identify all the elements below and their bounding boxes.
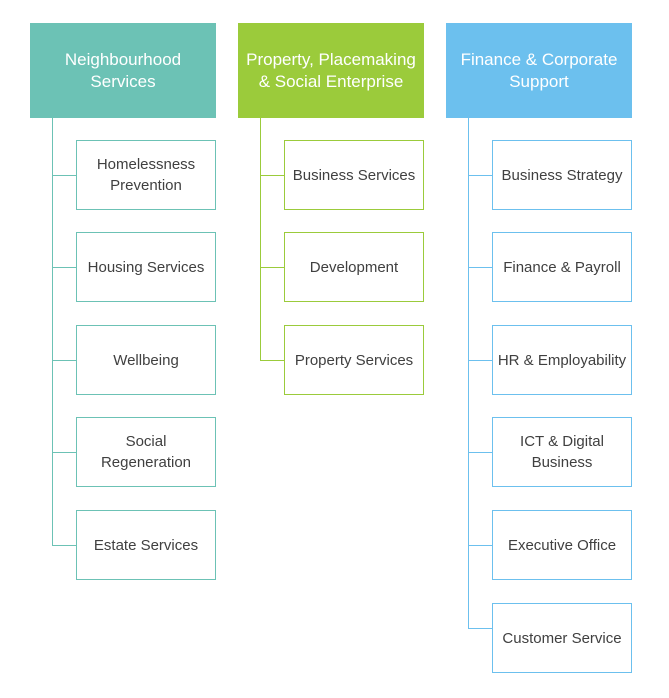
branch-line [52, 175, 76, 176]
branch-line [260, 175, 284, 176]
branch-line [468, 175, 492, 176]
branch-line [468, 267, 492, 268]
connector-line [468, 118, 469, 628]
node-hr-employability: HR & Employability [492, 325, 632, 395]
branch-line [468, 452, 492, 453]
header-label: Finance & Corporate Support [460, 49, 618, 91]
node-ict-digital-business: ICT & Digital Business [492, 417, 632, 487]
connector-line [260, 118, 261, 360]
node-label: Wellbeing [113, 351, 179, 369]
connector-line [52, 118, 53, 545]
node-social-regeneration: Social Regeneration [76, 417, 216, 487]
node-label: Social Regeneration [100, 433, 192, 471]
node-estate-services: Estate Services [76, 510, 216, 580]
branch-line [52, 360, 76, 361]
column-property-placemaking: Property, Placemaking & Social Enterpris… [238, 0, 424, 698]
branch-line [468, 545, 492, 546]
branch-line [260, 267, 284, 268]
node-label: Development [309, 258, 399, 276]
node-label: Customer Service [502, 629, 622, 647]
column-finance-corporate-support: Finance & Corporate Support Business Str… [446, 0, 632, 698]
branch-line [52, 267, 76, 268]
branch-line [260, 360, 284, 361]
header-label: Property, Placemaking & Social Enterpris… [246, 49, 416, 91]
node-label: Executive Office [507, 536, 617, 554]
header-finance-corporate-support: Finance & Corporate Support [446, 23, 632, 118]
header-neighbourhood-services: Neighbourhood Services [30, 23, 216, 118]
branch-line [468, 628, 492, 629]
node-label: Property Services [294, 351, 414, 369]
node-label: ICT & Digital Business [520, 433, 604, 471]
node-finance-payroll: Finance & Payroll [492, 232, 632, 302]
header-property-placemaking: Property, Placemaking & Social Enterpris… [238, 23, 424, 118]
node-wellbeing: Wellbeing [76, 325, 216, 395]
node-property-services: Property Services [284, 325, 424, 395]
node-development: Development [284, 232, 424, 302]
column-neighbourhood-services: Neighbourhood Services Homelessness Prev… [30, 0, 216, 698]
node-housing-services: Housing Services [76, 232, 216, 302]
node-business-strategy: Business Strategy [492, 140, 632, 210]
node-homelessness-prevention: Homelessness Prevention [76, 140, 216, 210]
node-customer-service: Customer Service [492, 603, 632, 673]
header-label: Neighbourhood Services [64, 49, 182, 91]
branch-line [468, 360, 492, 361]
branch-line [52, 545, 76, 546]
branch-line [52, 452, 76, 453]
node-label: Homelessness Prevention [96, 156, 196, 194]
node-label: Business Services [292, 166, 416, 184]
node-label: Housing Services [87, 258, 205, 276]
node-label: Finance & Payroll [503, 258, 621, 276]
node-executive-office: Executive Office [492, 510, 632, 580]
node-business-services: Business Services [284, 140, 424, 210]
node-label: HR & Employability [497, 351, 627, 369]
node-label: Estate Services [93, 536, 199, 554]
node-label: Business Strategy [501, 166, 623, 184]
